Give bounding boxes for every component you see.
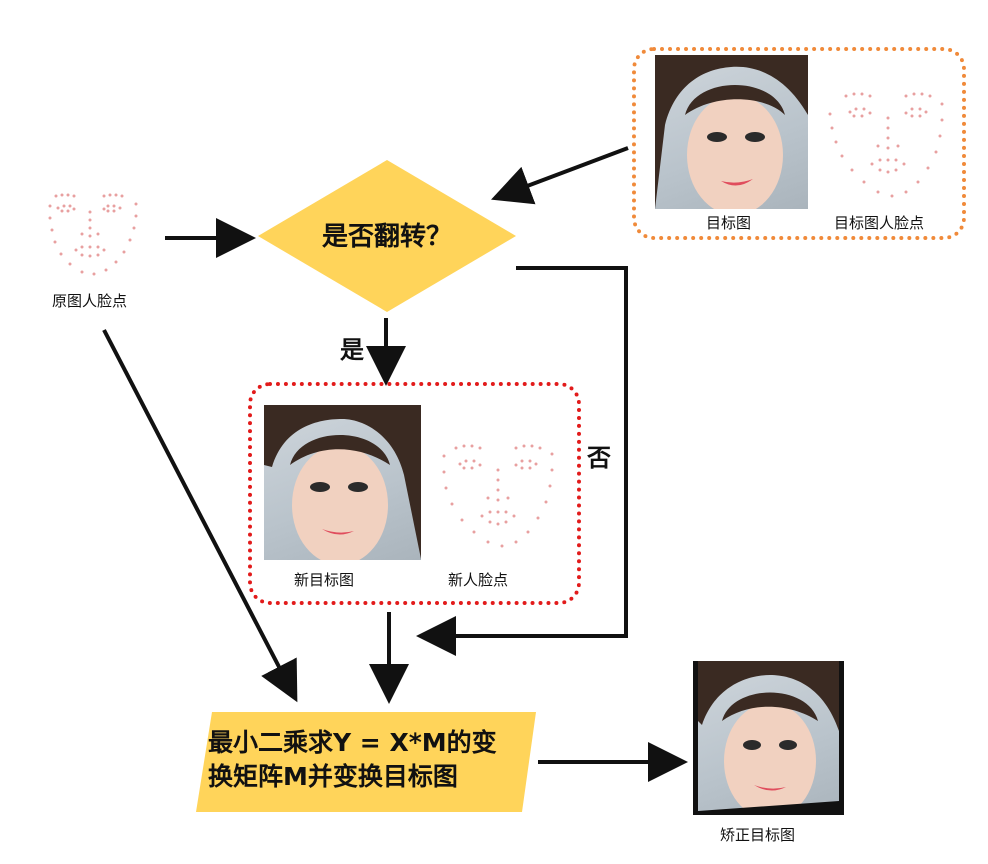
process-parallelogram (196, 712, 536, 812)
arrow-source-to-process (102, 329, 298, 703)
target-points-label: 目标图人脸点 (834, 214, 925, 232)
arrow-target-to-decision (491, 146, 629, 205)
new-points-label: 新人脸点 (448, 571, 509, 589)
new-landmarks (440, 440, 560, 555)
target-group-box (632, 47, 966, 240)
target-image (655, 55, 808, 209)
source-points-label: 原图人脸点 (52, 292, 128, 310)
corrected-target-image (693, 661, 844, 815)
new-target-label: 新目标图 (294, 571, 355, 589)
decision-label: 是否翻转？ (321, 221, 452, 252)
source-landmarks (46, 186, 146, 286)
process-line-2: 换矩阵M并变换目标图 (208, 762, 458, 791)
new-target-image (264, 405, 421, 560)
arrow-decision-no (416, 266, 628, 656)
target-landmarks (826, 88, 946, 203)
process-line-1: 最小二乘求Y = X*M的变 (208, 728, 497, 757)
process-label: 最小二乘求Y = X*M的变 换矩阵M并变换目标图 (196, 718, 526, 802)
yes-label: 是 (340, 336, 364, 364)
no-label: 否 (587, 444, 611, 472)
target-image-label: 目标图 (706, 214, 752, 232)
result-label: 矫正目标图 (720, 826, 796, 844)
new-target-group-box (248, 382, 581, 605)
decision-diamond (258, 160, 516, 312)
